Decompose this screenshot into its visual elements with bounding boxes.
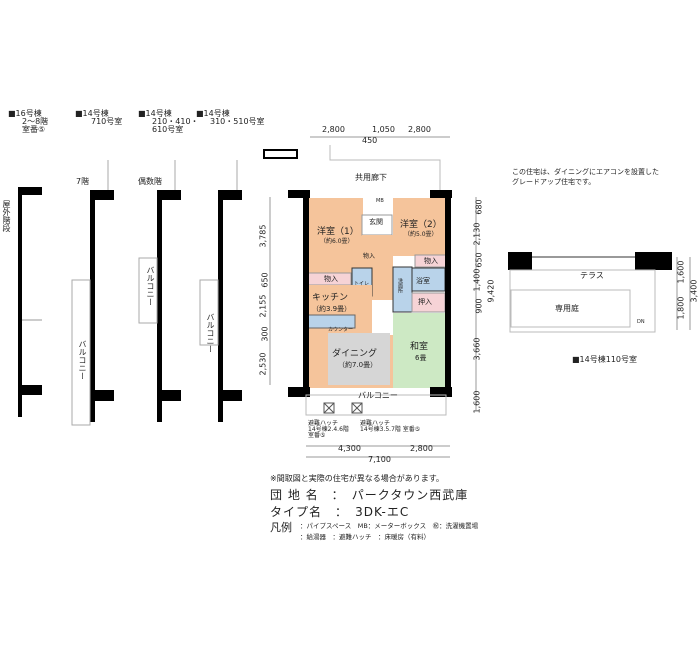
washroom-label: 洗面所 [397,278,403,293]
washitsu-size: 6畳 [415,354,427,362]
dining-size: （約7.0畳） [338,361,378,369]
kitchen-label: キッチン [312,293,349,303]
dim-right-4: 1,400 [472,268,482,292]
partial-plan-710 [71,160,114,426]
floor7-label: 7階 [76,177,90,186]
main-plan [263,136,477,458]
partial-plan-210 [138,160,181,422]
dim-top-2: 1,050 [372,125,395,134]
terrace-caption: ■14号棟110号室 [572,355,638,364]
outdoor-stairs-label: 屋外階段 [2,200,11,232]
dim-top-3: 2,800 [408,125,431,134]
toilet-label: トイレ [354,281,370,287]
dim-top-1: 2,800 [322,125,345,134]
balcony-label-210: バルコニー [146,266,155,306]
balcony-label-310: バルコニー [206,313,215,353]
legend-label: 凡例 [270,521,292,534]
washitsu-label: 和室 [410,342,429,352]
entrance-label: 玄関 [369,218,383,226]
dim-left-3: 2,155 [258,294,268,318]
dim-right-6: 3,660 [472,337,482,361]
type-row: タイプ名 ： 3DK-エC [270,505,410,519]
corridor-label: 共用廊下 [355,173,387,182]
terrace-dim-2: 1,800 [676,296,686,320]
dim-bottom-1: 4,300 [338,444,361,453]
dim-left-1: 3,785 [258,224,268,248]
room-western-1 [308,198,363,275]
washitsu [393,313,447,388]
balcony-label-710: バルコニー [78,340,87,380]
dim-right-2: 2,130 [472,222,482,246]
dim-bottom-2: 2,800 [410,444,433,453]
terrace-dim-total: 3,400 [689,279,699,303]
western2-label: 洋室（2） [400,220,442,230]
western1-size: （約6.0畳） [320,238,354,245]
dim-right-1: 680 [474,199,484,215]
even-floors-label: 偶数階 [138,177,162,186]
closet-right-label: 物入 [424,257,438,265]
dn-label: DN [637,319,645,325]
dim-left-2: 650 [260,272,270,288]
counter-label: カウンター [328,327,354,333]
dining-label: ダイニング [332,349,378,359]
terrace-label: テラス [580,271,604,280]
closet-left-label: 物入 [324,275,338,283]
dim-right-5: 900 [474,298,484,314]
legend-row-1: ：パイプスペース MB：メーターボックス ㊗：洗濯機置場 [300,522,479,530]
kitchen-size: （約3.9畳） [312,305,352,313]
balcony-label: バルコニー [358,391,398,400]
dining-floor-heating [328,333,390,385]
room-western-2 [393,198,447,256]
closet-hall-label: 物入 [363,253,376,260]
dim-left-5: 2,530 [258,352,268,376]
oshiire-label: 押入 [418,298,432,306]
mb-label: MB [376,198,384,204]
partial-plan-16 [18,187,42,417]
terrace-dim-1: 1,600 [676,260,686,284]
partial-plan-310 [199,160,242,422]
garden-label: 専用庭 [555,304,579,313]
western1-label: 洋室（1） [317,227,359,237]
terrace-plan [508,252,691,333]
complex-row: 団 地 名 ： パークタウン西武庫 [270,488,469,502]
dim-right-3: 650 [474,252,484,268]
disclaimer: ※間取図と実際の住宅が異なる場合があります。 [270,474,444,483]
dim-top-sub: 450 [362,136,378,145]
upgrade-note: この住宅は、ダイニングにエアコンを設置したグレードアップ住宅です。 [512,168,659,186]
legend-row-2: ：給湯器 ：避難ハッチ ：床暖房（有料） [300,533,430,541]
dim-right-total: 9,420 [486,279,496,303]
dim-left-4: 300 [260,326,270,342]
dim-right-7: 1,600 [472,390,482,414]
western2-size: （約5.0畳） [404,231,438,238]
bath-label: 浴室 [416,277,430,285]
dim-bottom-total: 7,100 [368,455,391,464]
